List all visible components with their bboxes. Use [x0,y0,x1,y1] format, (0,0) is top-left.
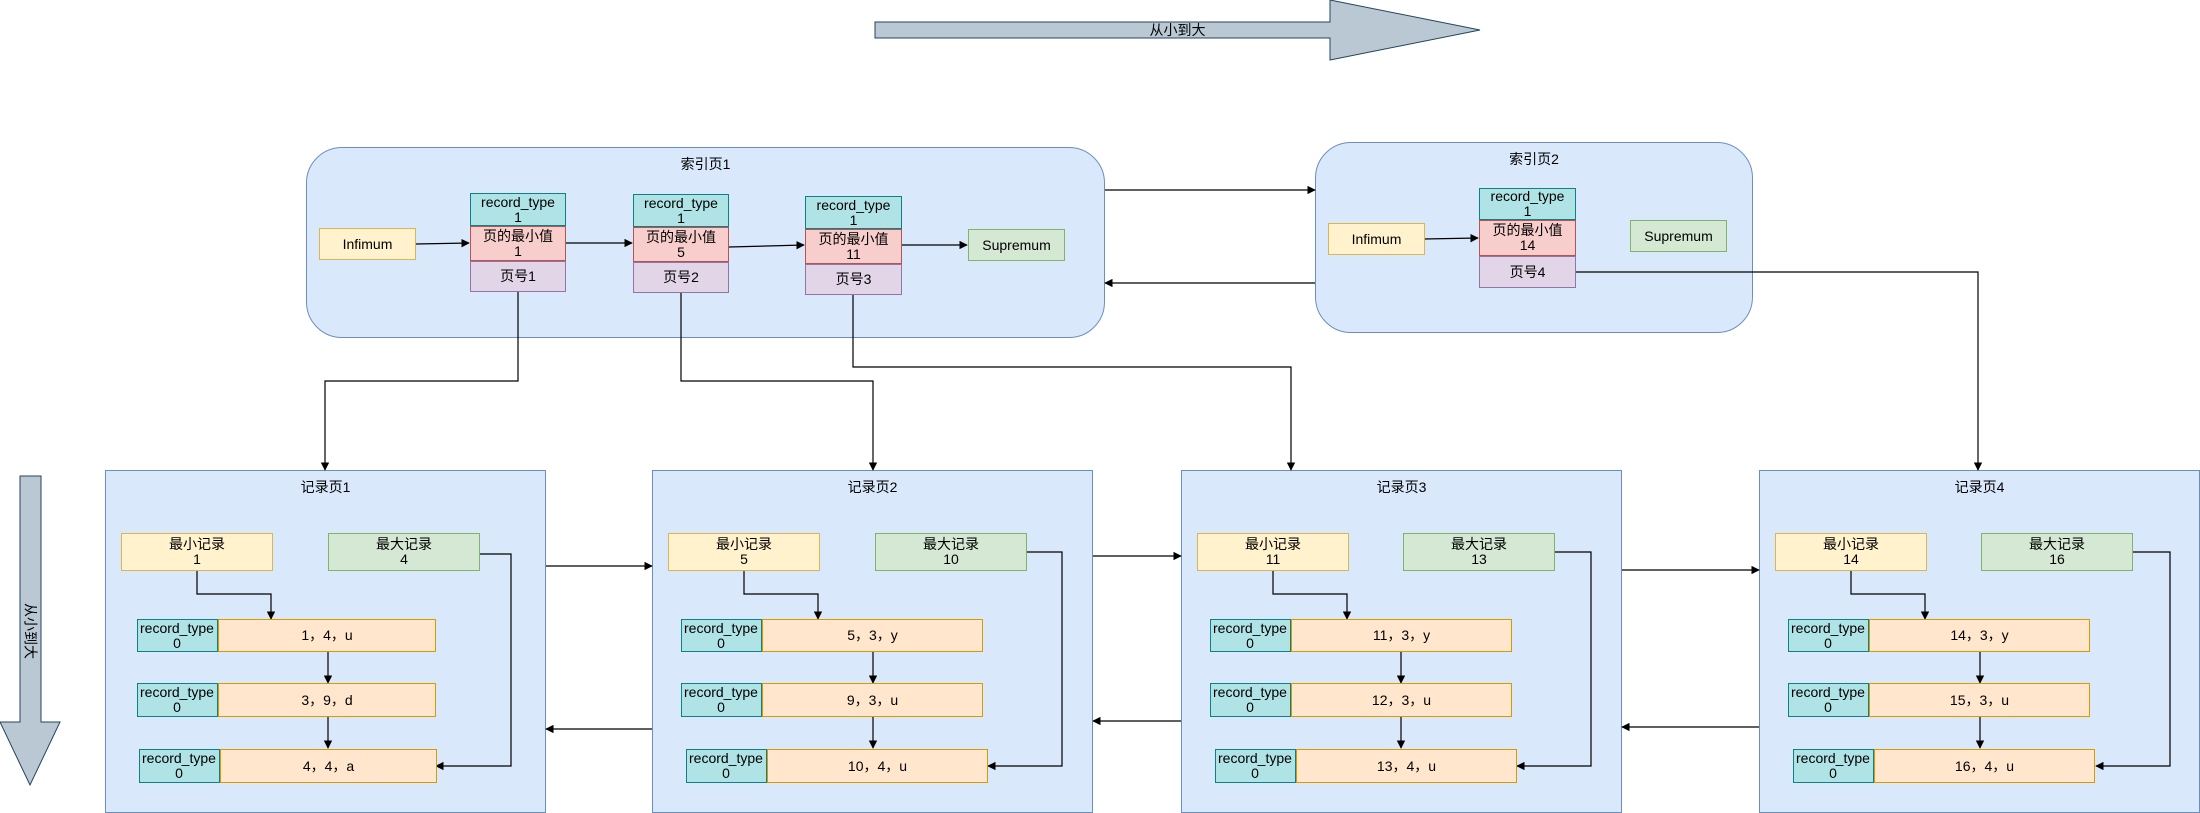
rec-3-row-2-value: 12，3，u [1291,683,1512,717]
index-1-entry-3-record-type: record_type 1 [805,196,902,229]
index-1-entry-1-page-no: 页号1 [470,261,566,292]
rec-2-row-1-value: 5，3，y [762,619,983,652]
rec-1-row-2-type: record_type 0 [137,683,218,717]
record-page-1-title: 记录页1 [300,479,351,495]
index-page-2-title: 索引页2 [1509,151,1559,167]
rec-2-row-2-value: 9，3，u [762,683,983,717]
rec-1-row-2-value: 3，9，d [218,683,436,717]
rec-2-row-2-type: record_type 0 [681,683,762,717]
horizontal-direction-label: 从小到大 [1149,21,1206,38]
index-1-entry-2-page-no: 页号2 [633,262,729,293]
index-2-entry-1-page-no: 页号4 [1479,256,1576,288]
rec-3-min-record: 最小记录 11 [1197,533,1349,571]
index-1-entry-3-min-value: 页的最小值 11 [805,229,902,264]
rec-4-min-record: 最小记录 14 [1775,533,1927,571]
rec-3-row-2-type: record_type 0 [1210,683,1291,717]
rec-1-min-record: 最小记录 1 [121,533,273,571]
record-page-4-title: 记录页4 [1954,479,2005,495]
index-1-entry-2-min-value: 页的最小值 5 [633,227,729,262]
index-page-1-title: 索引页1 [680,156,731,172]
record-page-3-title: 记录页3 [1376,479,1427,495]
rec-4-max-record: 最大记录 16 [1981,533,2133,571]
rec-4-row-1-value: 14，3，y [1869,619,2090,652]
index-2-supremum: Supremum [1630,220,1727,252]
index-1-entry-3-page-no: 页号3 [805,264,902,295]
index-2-infimum: Infimum [1328,223,1425,255]
rec-4-row-2-type: record_type 0 [1788,683,1869,717]
record-page-2-title: 记录页2 [847,479,898,495]
rec-4-row-3-value: 16，4，u [1874,749,2095,783]
rec-3-row-1-value: 11，3，y [1291,619,1512,652]
rec-4-row-2-value: 15，3，u [1869,683,2090,717]
vertical-direction-label: 从小到大 [23,603,39,659]
rec-3-row-3-type: record_type 0 [1215,749,1296,783]
index-1-entry-2-record-type: record_type 1 [633,194,729,227]
rec-1-row-1-value: 1，4，u [218,619,436,652]
rec-2-min-record: 最小记录 5 [668,533,820,571]
index-1-supremum: Supremum [968,229,1065,261]
rec-4-row-1-type: record_type 0 [1788,619,1869,652]
index-2-entry-1-record-type: record_type 1 [1479,188,1576,220]
index-1-entry-1-record-type: record_type 1 [470,193,566,226]
index-2-entry-1-min-value: 页的最小值 14 [1479,220,1576,256]
rec-3-max-record: 最大记录 13 [1403,533,1555,571]
rec-1-row-3-type: record_type 0 [139,749,220,783]
index-1-entry-1-min-value: 页的最小值 1 [470,226,566,261]
rec-2-row-1-type: record_type 0 [681,619,762,652]
rec-2-row-3-type: record_type 0 [686,749,767,783]
rec-4-row-3-type: record_type 0 [1793,749,1874,783]
rec-2-max-record: 最大记录 10 [875,533,1027,571]
rec-1-max-record: 最大记录 4 [328,533,480,571]
rec-1-row-3-value: 4，4，a [220,749,437,783]
rec-2-row-3-value: 10，4，u [767,749,988,783]
rec-3-row-3-value: 13，4，u [1296,749,1517,783]
rec-3-row-1-type: record_type 0 [1210,619,1291,652]
index-1-infimum: Infimum [319,228,416,260]
rec-1-row-1-type: record_type 0 [137,619,218,652]
